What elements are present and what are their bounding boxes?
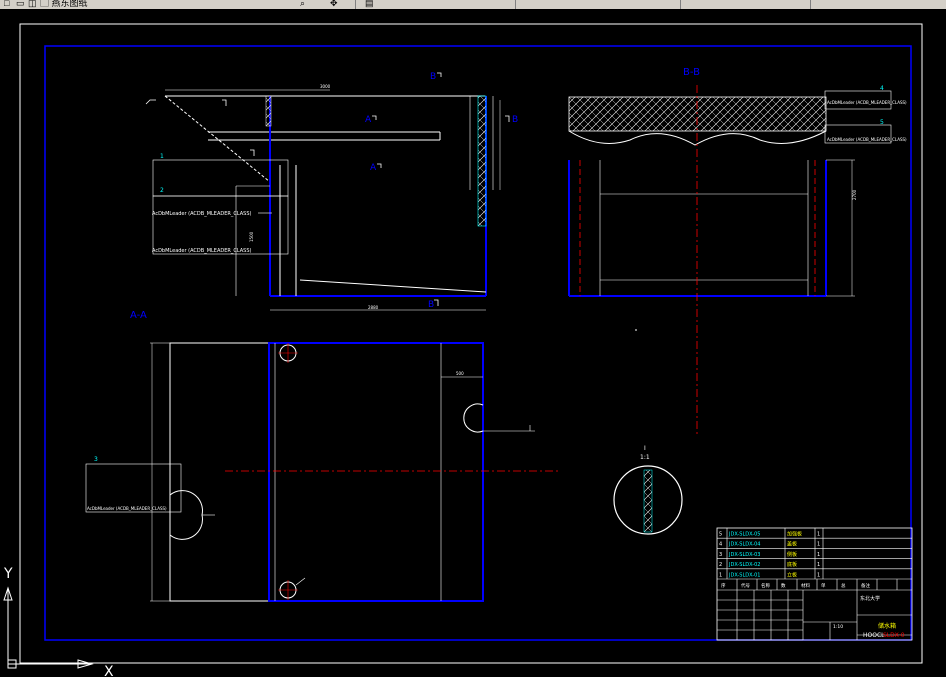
bom-row-qty: 1 — [817, 542, 820, 548]
bom-header-cell: 总 — [841, 582, 846, 589]
section-bb-label: B-B — [683, 67, 700, 78]
section-bb-view[interactable]: B-B 2700 4 AcDbMLeader (ACDB_MLEADER_CLA… — [568, 67, 907, 435]
bom-row-name: 立板 — [787, 571, 797, 578]
sheet-inner-border — [44, 45, 912, 641]
bom-header-cell: 名称 — [761, 582, 770, 589]
dim-top: 3000 — [320, 84, 331, 89]
title-scale: 1:10 — [833, 624, 843, 630]
bom-row-qty: 1 — [817, 552, 820, 558]
dim-notch: 500 — [456, 371, 464, 376]
dim-bb-height: 2700 — [852, 189, 857, 200]
save-icon[interactable]: ◫ — [28, 0, 37, 8]
new-icon[interactable]: □ — [4, 0, 10, 8]
bom-row-name: 底板 — [787, 561, 797, 568]
balloon-2: 2 — [160, 187, 164, 194]
toolbar-separator — [680, 0, 681, 9]
leader-bb-1: AcDbMLeader (ACDB_MLEADER_CLASS) — [827, 100, 907, 105]
ucs-y-label: Y — [3, 566, 13, 582]
title-drawing-number-suffix: SLDX-0 — [883, 632, 905, 639]
section-marks: B A A B B — [145, 72, 518, 310]
leader-bb-2: AcDbMLeader (ACDB_MLEADER_CLASS) — [827, 137, 907, 142]
mark-a-2: A — [370, 163, 377, 173]
bom-row-no: 2 — [719, 562, 722, 568]
bom-row-code: JDX-SLDX-02 — [728, 562, 760, 568]
detail-i-view[interactable]: I 1:1 — [613, 445, 683, 535]
bom-row-no: 3 — [719, 552, 722, 558]
detail-label: I — [644, 445, 646, 452]
bom-row-name: 侧板 — [787, 551, 797, 558]
sheet-outer-frame — [19, 23, 923, 664]
bom-header-cell: 材料 — [801, 582, 810, 589]
bom-header-cell: 单 — [821, 582, 826, 589]
detail-scale: 1:1 — [640, 454, 650, 461]
toolbar-separator — [515, 0, 516, 9]
open-icon[interactable]: ▭ — [16, 0, 25, 8]
balloon-1: 1 — [160, 153, 164, 160]
bom-row-no: 5 — [719, 532, 722, 538]
ucs-icon: Y X — [3, 566, 114, 677]
bom-row-qty: 1 — [817, 562, 820, 568]
bom-row-code: JDX-SLDX-03 — [728, 552, 760, 558]
toolbar-separator — [355, 0, 356, 9]
mark-b-bottom: B — [428, 300, 434, 310]
bom-header-cell: 代号 — [741, 582, 750, 589]
zoom-icon[interactable]: ⌕ — [300, 0, 306, 8]
bom-header-cell: 序 — [721, 582, 726, 589]
front-view[interactable]: 3000 2880 1500 — [164, 84, 501, 311]
title-company: 东北大学 — [860, 595, 880, 602]
mark-b-right: B — [512, 115, 518, 125]
layer-icon[interactable]: ▤ — [365, 0, 374, 8]
bom-row-code: JDX-SLDX-04 — [728, 542, 760, 548]
bom-header-cell: 数 — [781, 582, 786, 589]
leader-1-text: AcDbMLeader (ACDB_MLEADER_CLASS) — [152, 211, 252, 217]
dim-bottom: 2880 — [368, 305, 379, 310]
bom-row-code: JDX-SLDX-01 — [728, 572, 760, 578]
pan-icon[interactable]: ✥ — [330, 0, 338, 8]
bom-row-name: 盖板 — [787, 541, 797, 548]
section-aa-view[interactable]: A-A 500 3 AcDbMLeader (ACDB_MLEADER_CLAS… — [85, 310, 560, 602]
title-drawing-number-prefix: HOOCL — [863, 632, 885, 639]
bom-row-no: 4 — [719, 542, 722, 548]
toolbar-separator — [810, 0, 811, 9]
toolbar-left-label: ▢ 燕东图纸 — [40, 0, 88, 8]
balloon-5: 5 — [880, 119, 884, 126]
dim-side: 1500 — [249, 231, 254, 242]
bom-row-qty: 1 — [817, 532, 820, 538]
bom-row-qty: 1 — [817, 572, 820, 578]
leader-2-text: AcDbMLeader (ACDB_MLEADER_CLASS) — [152, 248, 252, 254]
section-aa-label: A-A — [130, 310, 147, 321]
balloon-4: 4 — [880, 85, 884, 92]
ucs-x-label: X — [104, 664, 114, 677]
title-drawing-title: 储水箱 — [878, 622, 896, 630]
leader-group-front[interactable]: 1 2 AcDbMLeader (ACDB_MLEADER_CLASS) AcD… — [152, 153, 289, 255]
drawing-viewport[interactable]: 3000 2880 1500 B A A B B — [0, 9, 946, 677]
bom-header-cell: 备注 — [861, 582, 870, 589]
balloon-3: 3 — [94, 456, 98, 463]
bom-row-name: 加强板 — [787, 531, 802, 538]
leader-3-text: AcDbMLeader (ACDB_MLEADER_CLASS) — [87, 506, 167, 511]
mark-a-1: A — [365, 115, 372, 125]
bom-row-no: 1 — [719, 572, 722, 578]
mark-b-top: B — [430, 72, 436, 82]
bom-row-code: JDX-SLDX-05 — [728, 532, 760, 538]
toolbar-strip: □ ▭ ◫ ▢ 燕东图纸 ⌕ ✥ ▤ — [0, 0, 946, 9]
